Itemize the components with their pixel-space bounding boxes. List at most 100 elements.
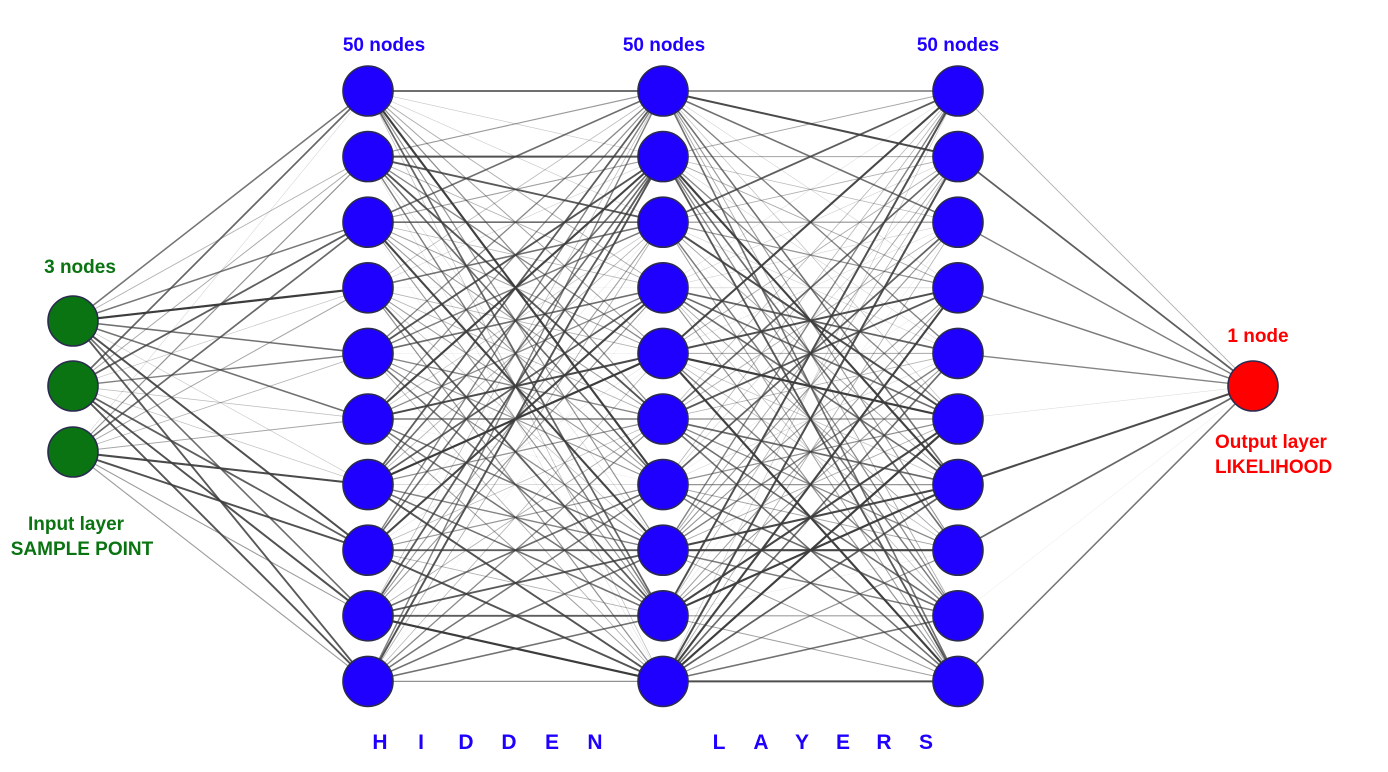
connection-edge bbox=[662, 90, 959, 551]
connection-edge bbox=[367, 287, 664, 617]
connection-edge bbox=[957, 221, 1254, 387]
connection-edge bbox=[72, 451, 369, 617]
connection-edge bbox=[72, 156, 369, 387]
connection-edge bbox=[662, 221, 959, 289]
connection-edge bbox=[72, 90, 369, 453]
connection-edge bbox=[957, 352, 1254, 387]
connection-edge bbox=[367, 353, 664, 682]
connection-edge bbox=[662, 549, 959, 682]
output-layer-title: Output layer bbox=[1215, 432, 1328, 453]
connection-edge bbox=[662, 352, 959, 682]
connection-edge bbox=[662, 90, 959, 289]
hidden3-node bbox=[932, 589, 984, 642]
hidden2-count-label: 50 nodes bbox=[623, 35, 705, 56]
hidden2-node bbox=[637, 589, 689, 642]
hidden2-node bbox=[637, 130, 689, 183]
hidden2-node bbox=[637, 327, 689, 380]
hidden2-node bbox=[637, 65, 689, 117]
hidden2-node bbox=[637, 655, 689, 708]
connection-edge bbox=[662, 90, 959, 224]
caption-letter: N bbox=[587, 731, 602, 754]
hidden3-node bbox=[932, 196, 984, 248]
connection-edge bbox=[367, 615, 664, 683]
connection-edge bbox=[367, 418, 664, 551]
connection-edge bbox=[72, 221, 369, 322]
input-count-label: 3 nodes bbox=[44, 257, 116, 278]
connection-edge bbox=[72, 451, 369, 682]
hidden1-node bbox=[342, 327, 394, 380]
hidden1-node bbox=[342, 130, 394, 183]
hidden3-node bbox=[932, 130, 984, 183]
connection-edge bbox=[662, 287, 959, 617]
connection-edge bbox=[72, 353, 369, 453]
caption-letter: I bbox=[418, 731, 424, 754]
connection-edge bbox=[662, 155, 959, 420]
connection-edge bbox=[662, 156, 959, 223]
connection-edge bbox=[72, 418, 369, 453]
caption-letter: S bbox=[919, 731, 933, 754]
connection-edge bbox=[957, 385, 1254, 682]
connection-edge bbox=[367, 287, 664, 682]
hidden1-count-label: 50 nodes bbox=[343, 35, 425, 56]
connection-edge bbox=[662, 90, 959, 485]
hidden1-node bbox=[342, 261, 394, 314]
hidden3-node bbox=[932, 393, 984, 445]
network-nodes bbox=[47, 65, 1279, 708]
connection-edge bbox=[367, 156, 664, 682]
hidden-layers-caption: H I D D E N L A Y E R S bbox=[372, 731, 933, 754]
caption-letter: H bbox=[372, 731, 387, 754]
connection-edge bbox=[662, 90, 959, 682]
connection-edge bbox=[662, 90, 959, 617]
connection-edge bbox=[72, 221, 369, 453]
connection-edge bbox=[72, 320, 369, 485]
connection-edge bbox=[662, 90, 959, 355]
connection-edge bbox=[662, 615, 959, 683]
connection-edge bbox=[662, 90, 959, 158]
connection-edge bbox=[72, 450, 369, 486]
connection-edge bbox=[72, 90, 369, 322]
caption-letter: R bbox=[876, 731, 891, 754]
connection-edge bbox=[662, 90, 959, 288]
connection-edge bbox=[957, 287, 1254, 387]
connection-edge bbox=[662, 221, 959, 682]
connection-edge bbox=[662, 156, 959, 617]
caption-letter: D bbox=[458, 731, 473, 754]
hidden1-node bbox=[342, 196, 394, 248]
connection-edge bbox=[662, 483, 959, 683]
hidden3-node bbox=[932, 524, 984, 577]
input-layer-title: Input layer bbox=[28, 514, 125, 535]
connection-edge bbox=[367, 418, 664, 682]
caption-letter: E bbox=[836, 731, 850, 754]
connection-edge bbox=[367, 90, 664, 616]
connection-edge bbox=[72, 287, 369, 453]
connection-edge bbox=[367, 90, 664, 682]
hidden3-node bbox=[932, 458, 984, 511]
hidden1-node bbox=[342, 655, 394, 708]
connection-edge bbox=[367, 90, 664, 420]
connection-edge bbox=[72, 156, 369, 453]
hidden1-node bbox=[342, 65, 394, 117]
connection-edge bbox=[367, 353, 664, 616]
hidden3-node bbox=[932, 655, 984, 708]
connection-edge bbox=[367, 221, 664, 682]
hidden2-node bbox=[637, 261, 689, 314]
caption-letter: E bbox=[545, 731, 559, 754]
input-node bbox=[47, 360, 99, 412]
connection-edge bbox=[662, 287, 959, 683]
input-layer-subtitle: SAMPLE POINT bbox=[11, 539, 154, 560]
hidden2-node bbox=[637, 524, 689, 577]
input-node bbox=[47, 426, 99, 478]
output-count-label: 1 node bbox=[1227, 326, 1288, 347]
connection-edge bbox=[367, 90, 664, 486]
connection-edge bbox=[367, 90, 664, 158]
connection-edge bbox=[957, 385, 1254, 551]
connection-edge bbox=[367, 483, 664, 683]
caption-letter: A bbox=[753, 731, 768, 754]
caption-letter: L bbox=[713, 731, 726, 754]
connection-edge bbox=[662, 90, 959, 158]
connection-edge bbox=[72, 90, 369, 387]
connection-edge bbox=[662, 156, 959, 682]
hidden1-node bbox=[342, 393, 394, 445]
connection-edge bbox=[957, 385, 1254, 616]
